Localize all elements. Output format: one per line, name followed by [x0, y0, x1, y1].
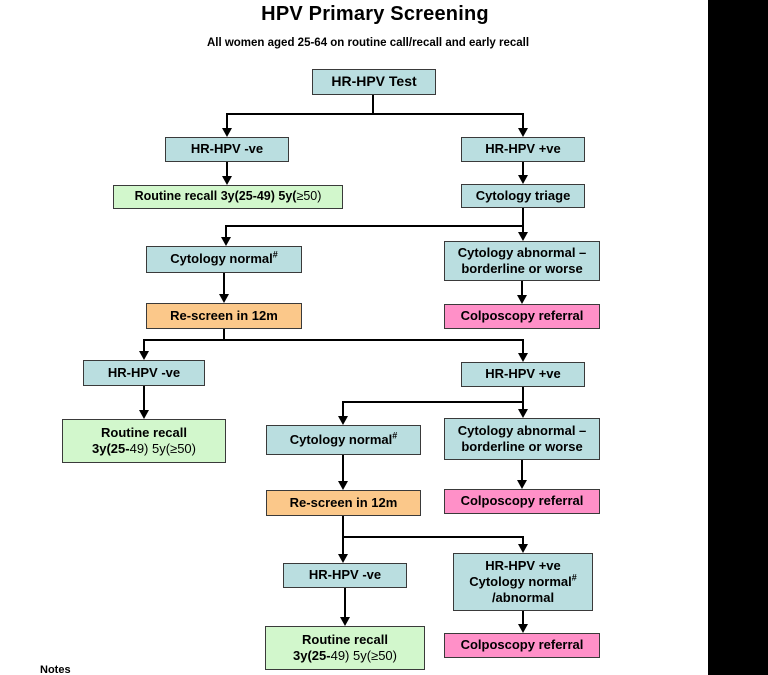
node-hr-hpv-pos-2: HR-HPV +ve [461, 362, 585, 387]
node-label-line2: borderline or worse [461, 439, 583, 454]
connector-line [342, 455, 344, 483]
connector-line [522, 536, 524, 546]
connector-line [225, 225, 524, 227]
node-label-line1: Cytology abnormal – [457, 422, 587, 438]
page-subtitle: All women aged 25-64 on routine call/rec… [206, 37, 530, 49]
arrowhead-icon [219, 294, 229, 303]
node-colposcopy-3: Colposcopy referral [444, 633, 600, 658]
node-label-line3: /abnormal [491, 590, 555, 606]
node-label: HR-HPV -ve [190, 141, 264, 157]
node-label: Colposcopy referral [460, 493, 584, 509]
node-cytology-abnormal-2: Cytology abnormal – borderline or worse [444, 418, 600, 460]
connector-line [223, 273, 225, 295]
node-label-line2: Cytology normal# [469, 572, 577, 589]
node-cytology-abnormal-1: Cytology abnormal – borderline or worse [444, 241, 600, 281]
node-cytology-normal-2: Cytology normal# [266, 425, 421, 455]
node-hr-hpv-test: HR-HPV Test [312, 69, 436, 95]
node-label-line1: Routine recall [302, 631, 388, 647]
connector-line [342, 401, 524, 403]
connector-line [226, 113, 228, 130]
node-label-line2: 3y(25-49) 5y(≥50) [92, 441, 196, 456]
connector-line [522, 225, 524, 233]
node-label-line1: HR-HPV +ve [485, 557, 561, 573]
connector-line [522, 339, 524, 354]
connector-line [522, 162, 524, 176]
node-colposcopy-1: Colposcopy referral [444, 304, 600, 329]
node-hr-hpv-neg-3: HR-HPV -ve [283, 563, 407, 588]
node-label: Cytology triage [475, 187, 571, 203]
node-label-line1: Routine recall [101, 424, 187, 440]
node-cytology-normal-1: Cytology normal# [146, 246, 302, 273]
node-label: Routine recall 3y(25-49) 5y(≥50) [134, 189, 322, 204]
arrowhead-icon [518, 624, 528, 633]
arrowhead-icon [518, 544, 528, 553]
arrowhead-icon [340, 617, 350, 626]
node-label-line2: 3y(25-49) 5y(≥50) [293, 648, 397, 663]
node-label: Colposcopy referral [460, 308, 584, 324]
arrowhead-icon [338, 481, 348, 490]
connector-line [143, 386, 145, 412]
connector-line [226, 113, 524, 115]
connector-line [342, 536, 524, 538]
connector-line [143, 339, 524, 341]
connector-line [522, 208, 524, 227]
node-label: Re-screen in 12m [289, 494, 398, 510]
node-routine-recall-3: Routine recall 3y(25-49) 5y(≥50) [265, 626, 425, 670]
arrowhead-icon [518, 409, 528, 418]
connector-line [143, 339, 145, 353]
connector-line [225, 225, 227, 238]
arrowhead-icon [518, 353, 528, 362]
connector-line [223, 329, 225, 341]
arrowhead-icon [518, 128, 528, 137]
node-label: Cytology normal# [170, 250, 278, 267]
arrowhead-icon [139, 410, 149, 419]
connector-line [372, 95, 374, 115]
arrowhead-icon [338, 416, 348, 425]
node-label-line2: borderline or worse [461, 261, 583, 276]
node-label-line1: Cytology abnormal – [457, 244, 587, 260]
connector-line [522, 387, 524, 403]
connector-line [344, 588, 346, 619]
node-label: Colposcopy referral [460, 637, 584, 653]
node-label: Re-screen in 12m [170, 307, 278, 323]
node-label: Cytology normal# [289, 430, 398, 447]
node-rescreen-2: Re-screen in 12m [266, 490, 421, 516]
arrowhead-icon [517, 480, 527, 489]
node-hr-hpv-neg-1: HR-HPV -ve [165, 137, 289, 162]
connector-line [522, 611, 524, 626]
arrowhead-icon [222, 176, 232, 185]
node-routine-recall-2: Routine recall 3y(25-49) 5y(≥50) [62, 419, 226, 463]
connector-line [521, 281, 523, 296]
connector-line [342, 401, 344, 418]
arrowhead-icon [338, 554, 348, 563]
connector-line [522, 401, 524, 411]
connector-line [342, 536, 344, 556]
node-cytology-triage: Cytology triage [461, 184, 585, 208]
connector-line [522, 113, 524, 130]
connector-line [342, 516, 344, 538]
notes-label: Notes [40, 664, 71, 675]
arrowhead-icon [518, 232, 528, 241]
page-title: HPV Primary Screening [261, 3, 489, 25]
node-routine-recall-1: Routine recall 3y(25-49) 5y(≥50) [113, 185, 343, 209]
node-hr-hpv-pos-1: HR-HPV +ve [461, 137, 585, 162]
arrowhead-icon [518, 175, 528, 184]
node-label: HR-HPV +ve [485, 141, 561, 157]
node-hr-hpv-neg-2: HR-HPV -ve [83, 360, 205, 386]
node-label: HR-HPV -ve [308, 567, 382, 583]
connector-line [226, 162, 228, 177]
node-rescreen-1: Re-screen in 12m [146, 303, 302, 329]
arrowhead-icon [517, 295, 527, 304]
arrowhead-icon [222, 128, 232, 137]
arrowhead-icon [221, 237, 231, 246]
node-label: HR-HPV -ve [107, 364, 181, 380]
connector-line [521, 460, 523, 482]
node-hr-hpv-pos-cytology: HR-HPV +ve Cytology normal# /abnormal [453, 553, 593, 611]
node-label: HR-HPV Test [331, 73, 417, 90]
node-colposcopy-2: Colposcopy referral [444, 489, 600, 514]
node-label: HR-HPV +ve [485, 366, 561, 382]
arrowhead-icon [139, 351, 149, 360]
right-black-strip [708, 0, 768, 675]
